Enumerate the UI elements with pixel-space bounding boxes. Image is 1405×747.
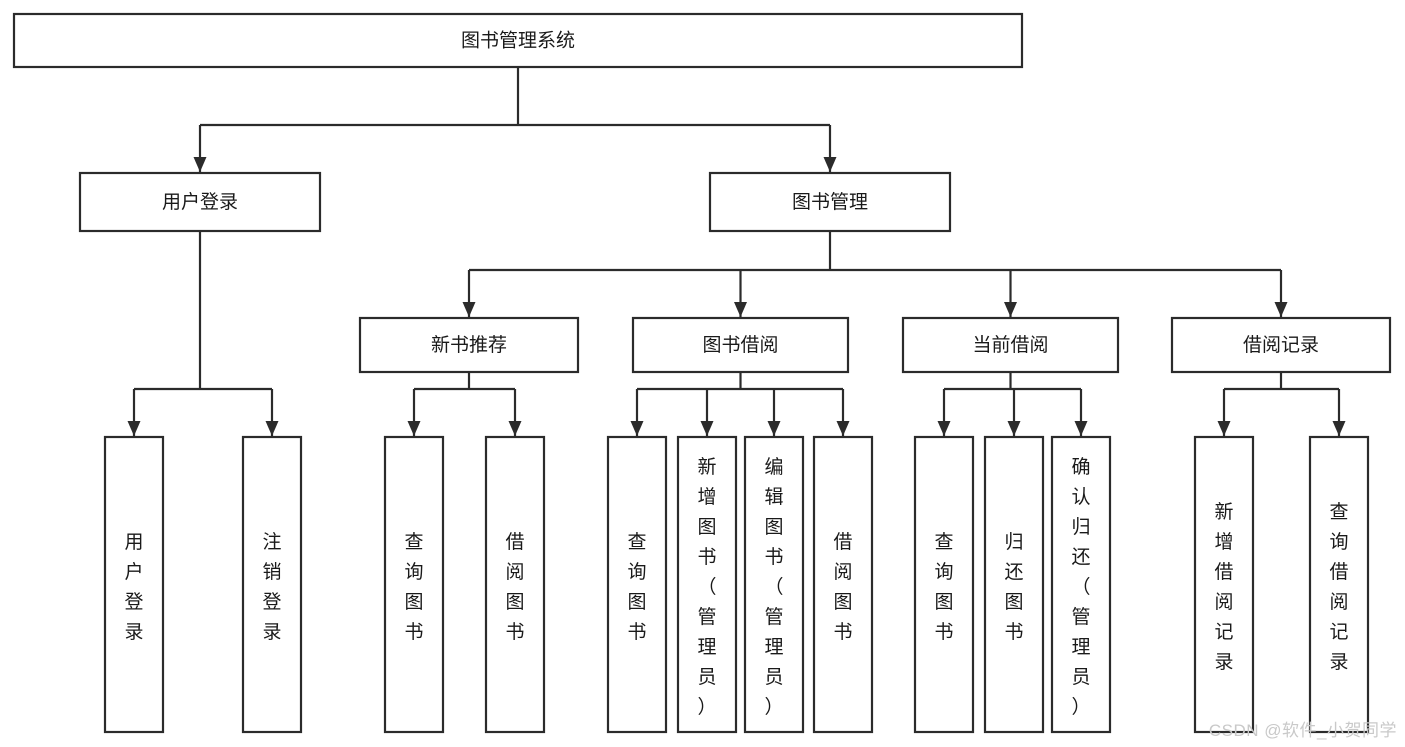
node-leaf-query-book-current[interactable]: 查询图书 xyxy=(913,435,975,734)
node-label-leaf-query-book-borrow: 查询图书 xyxy=(627,531,646,643)
arrowhead-icon xyxy=(734,302,747,317)
node-box-borrow-record xyxy=(1170,316,1392,374)
node-box-leaf-query-borrow-record xyxy=(1308,435,1370,734)
node-box-leaf-add-borrow-record xyxy=(1193,435,1255,734)
arrowhead-icon xyxy=(836,421,850,436)
node-label-book-management: 图书管理 xyxy=(792,191,868,213)
arrowhead-icon xyxy=(1074,421,1088,436)
node-leaf-edit-book[interactable]: 编辑图书（管理员） xyxy=(743,435,805,734)
node-leaf-add-borrow-record[interactable]: 新增借阅记录 xyxy=(1193,435,1255,734)
arrowhead-icon xyxy=(265,421,279,436)
node-label-leaf-confirm-return: 确认归还（管理员） xyxy=(1071,456,1090,718)
node-box-leaf-user-login xyxy=(103,435,165,734)
arrowhead-icon xyxy=(700,421,714,436)
arrowhead-icon xyxy=(630,421,644,436)
node-box-leaf-confirm-return xyxy=(1050,435,1112,734)
node-label-leaf-add-borrow-record: 新增借阅记录 xyxy=(1214,501,1233,673)
connector-group-root xyxy=(193,67,837,172)
node-box-current-borrow xyxy=(901,316,1120,374)
node-label-user-login: 用户登录 xyxy=(162,191,238,213)
node-label-book-borrow: 图书借阅 xyxy=(702,334,778,356)
arrowhead-icon xyxy=(823,157,837,172)
node-leaf-logout[interactable]: 注销登录 xyxy=(241,435,303,734)
node-box-leaf-query-book-recommend xyxy=(383,435,445,734)
node-book-borrow[interactable]: 图书借阅 xyxy=(631,316,850,374)
arrowhead-icon xyxy=(1274,302,1288,317)
connector-group-new-book-recommend xyxy=(407,372,522,436)
node-new-book-recommend[interactable]: 新书推荐 xyxy=(358,316,580,374)
node-leaf-return-book[interactable]: 归还图书 xyxy=(983,435,1045,734)
node-box-leaf-edit-book xyxy=(743,435,805,734)
node-box-leaf-borrow-book xyxy=(812,435,874,734)
node-leaf-add-book[interactable]: 新增图书（管理员） xyxy=(676,435,738,734)
node-label-current-borrow: 当前借阅 xyxy=(972,334,1048,356)
node-leaf-confirm-return[interactable]: 确认归还（管理员） xyxy=(1050,435,1112,734)
arrowhead-icon xyxy=(1332,421,1346,436)
node-label-borrow-record: 借阅记录 xyxy=(1243,334,1319,356)
node-leaf-query-borrow-record[interactable]: 查询借阅记录 xyxy=(1308,435,1370,734)
arrowhead-icon xyxy=(127,421,141,436)
connector-layer xyxy=(127,67,1346,436)
node-leaf-borrow-book[interactable]: 借阅图书 xyxy=(812,435,874,734)
node-label-leaf-user-login: 用户登录 xyxy=(124,532,143,643)
node-leaf-user-login[interactable]: 用户登录 xyxy=(103,435,165,734)
node-box-leaf-add-book xyxy=(676,435,738,734)
node-borrow-record[interactable]: 借阅记录 xyxy=(1170,316,1392,374)
connector-group-user-login xyxy=(127,231,279,436)
arrowhead-icon xyxy=(1004,302,1017,317)
node-box-leaf-logout xyxy=(241,435,303,734)
node-box-leaf-query-book-current xyxy=(913,435,975,734)
node-label-leaf-borrow-book-recommend: 借阅图书 xyxy=(505,531,524,643)
node-label-leaf-query-book-recommend: 查询图书 xyxy=(404,531,423,643)
arrowhead-icon xyxy=(508,421,522,436)
node-box-leaf-return-book xyxy=(983,435,1045,734)
node-book-management[interactable]: 图书管理 xyxy=(708,171,952,233)
node-box-root xyxy=(12,12,1024,69)
connector-group-borrow-record xyxy=(1217,372,1346,436)
node-label-leaf-add-book: 新增图书（管理员） xyxy=(697,456,716,718)
node-box-leaf-query-book-borrow xyxy=(606,435,668,734)
node-leaf-query-book-borrow[interactable]: 查询图书 xyxy=(606,435,668,734)
arrowhead-icon xyxy=(193,157,207,172)
node-label-leaf-query-borrow-record: 查询借阅记录 xyxy=(1329,501,1348,673)
node-root[interactable]: 图书管理系统 xyxy=(12,12,1024,69)
arrowhead-icon xyxy=(407,421,421,436)
connector-group-book-borrow xyxy=(630,372,850,436)
node-label-leaf-return-book: 归还图书 xyxy=(1004,531,1023,643)
node-box-user-login xyxy=(78,171,322,233)
arrowhead-icon xyxy=(1217,421,1231,436)
node-label-leaf-logout: 注销登录 xyxy=(262,531,281,643)
node-box-leaf-borrow-book-recommend xyxy=(484,435,546,734)
node-label-leaf-borrow-book: 借阅图书 xyxy=(833,531,852,643)
arrowhead-icon xyxy=(937,421,951,436)
arrowhead-icon xyxy=(462,302,476,317)
node-user-login[interactable]: 用户登录 xyxy=(78,171,322,233)
node-label-root: 图书管理系统 xyxy=(461,30,575,52)
arrowhead-icon xyxy=(1007,421,1021,436)
node-layer: 图书管理系统用户登录图书管理新书推荐图书借阅当前借阅借阅记录用户登录注销登录查询… xyxy=(12,12,1392,734)
node-label-new-book-recommend: 新书推荐 xyxy=(431,334,507,356)
node-leaf-query-book-recommend[interactable]: 查询图书 xyxy=(383,435,445,734)
node-box-new-book-recommend xyxy=(358,316,580,374)
node-label-leaf-edit-book: 编辑图书（管理员） xyxy=(764,456,783,718)
node-leaf-borrow-book-recommend[interactable]: 借阅图书 xyxy=(484,435,546,734)
connector-group-book-management xyxy=(462,231,1288,317)
connector-group-current-borrow xyxy=(937,372,1088,436)
node-box-book-borrow xyxy=(631,316,850,374)
arrowhead-icon xyxy=(767,421,781,436)
node-label-leaf-query-book-current: 查询图书 xyxy=(934,531,953,643)
node-box-book-management xyxy=(708,171,952,233)
node-current-borrow[interactable]: 当前借阅 xyxy=(901,316,1120,374)
